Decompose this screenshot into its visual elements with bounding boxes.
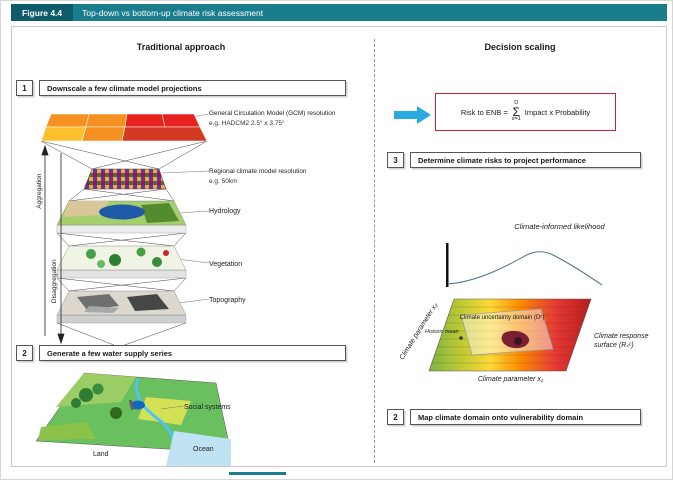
social-systems-label: Social systems — [184, 404, 231, 411]
response-surface-label: Climate response surface (Rₛᶜ) — [594, 333, 649, 350]
regional-annotation: Regional climate model resolution e.g. 5… — [209, 168, 349, 187]
step-3-number: 3 — [387, 152, 404, 168]
risk-formula-box: Risk to ENB = D Σ s=1 Impact x Probabili… — [435, 93, 616, 131]
land-label: Land — [93, 451, 109, 458]
step-1-box: Downscale a few climate model projection… — [39, 80, 346, 96]
step-2-left-number: 2 — [16, 345, 33, 361]
hydrology-layer — [56, 200, 187, 234]
step-2-left-box: Generate a few water supply series — [39, 345, 346, 361]
vegetation-label: Vegetation — [209, 261, 243, 268]
uncertainty-domain-label: Climate uncertainty domain (Dᶜ) — [459, 315, 545, 321]
gcm-label: General Circulation Model (GCM) resoluti… — [209, 110, 336, 117]
likelihood-label: Climate-informed likelihood — [514, 222, 605, 231]
disaggregation-label: Disaggregation — [50, 259, 58, 304]
right-column-title: Decision scaling — [484, 42, 556, 52]
aggregation-label: Aggregation — [35, 173, 43, 209]
regional-label: Regional climate model resolution — [209, 168, 307, 175]
downscaling-stack-illustration — [40, 113, 210, 348]
historic-mean-dot — [459, 336, 463, 340]
figure-number-label: Figure 4.4 — [11, 4, 74, 21]
sum-lower-limit: s=1 — [511, 116, 521, 123]
gcm-layer — [40, 113, 208, 142]
summation-symbol: D Σ s=1 — [512, 101, 521, 123]
sigma-icon: Σ — [512, 104, 520, 119]
topography-label: Topography — [209, 297, 246, 304]
aggregation-up-arrow-icon — [41, 144, 49, 156]
column-divider — [374, 39, 375, 463]
regional-layer — [83, 168, 167, 190]
figure-header-bar: Figure 4.4 Top-down vs bottom-up climate… — [11, 4, 667, 21]
landscape-illustration — [35, 372, 232, 466]
footer-rule — [229, 472, 286, 475]
formula-prefix: Risk to ENB = — [460, 107, 508, 117]
response-surface-plot — [428, 298, 592, 372]
ocean-area — [166, 431, 231, 466]
param-x1-axis-label: Climate parameter x₁ — [477, 376, 544, 383]
reservoir — [131, 400, 145, 410]
gcm-annotation: General Circulation Model (GCM) resoluti… — [209, 110, 341, 129]
projection-lines — [40, 140, 208, 348]
gcm-sub-label: e.g. HADCM2 2.5° x 3.75° — [209, 120, 285, 128]
surface-hatch-lines — [429, 306, 591, 364]
topography-layer — [56, 290, 187, 324]
step-2-right-box: Map climate domain onto vulnerability do… — [410, 409, 641, 425]
dam — [128, 399, 135, 411]
vegetation-layer — [56, 245, 187, 279]
aggregation-arrows — [41, 144, 65, 345]
step-1-number: 1 — [16, 80, 33, 96]
step-3-box: Determine climate risks to project perfo… — [410, 152, 641, 168]
disaggregation-down-arrow-icon — [57, 333, 65, 345]
regional-sub-label: e.g. 50km — [209, 178, 238, 186]
left-column-title: Traditional approach — [136, 42, 226, 52]
sum-upper-limit: D — [514, 100, 519, 107]
historic-mean-label: Historic mean — [425, 329, 459, 335]
flow-arrow-icon — [394, 106, 431, 124]
hydrology-label: Hydrology — [209, 208, 241, 215]
step-2-right-number: 2 — [387, 409, 404, 425]
figure-title: Top-down vs bottom-up climate risk asses… — [82, 7, 264, 18]
formula-suffix: Impact x Probability — [524, 107, 591, 117]
likelihood-curve — [446, 243, 603, 287]
ocean-label: Ocean — [193, 446, 214, 453]
